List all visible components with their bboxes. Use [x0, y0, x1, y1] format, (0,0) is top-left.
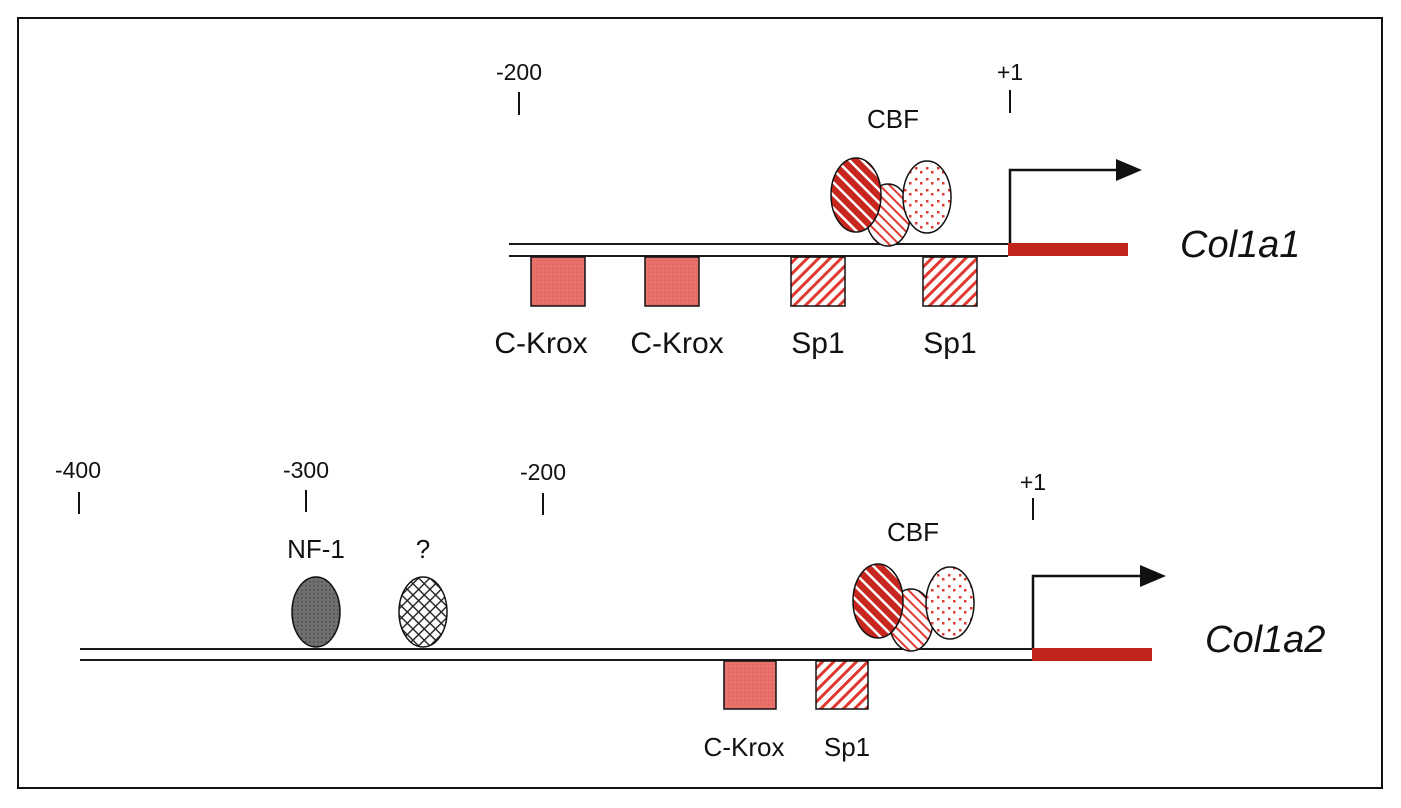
transcription-start-arrow-icon [1008, 168, 1120, 243]
cbf-subunit-b [852, 563, 904, 639]
ckrox-site [644, 256, 700, 307]
gene-name-col1a1: Col1a1 [1180, 224, 1300, 266]
transcription-start-arrow-icon [1031, 574, 1142, 648]
sp1-label: Sp1 [824, 732, 870, 762]
sp1-site [815, 660, 869, 710]
unknown-factor [398, 576, 448, 648]
col1a2-tick-minus200: -200 [520, 459, 566, 515]
figure-frame [17, 17, 1383, 789]
ckrox-site [530, 256, 586, 307]
tick-label: -200 [496, 59, 542, 85]
col1a1-tick-minus200: -200 [496, 59, 542, 115]
cbf-label: CBF [887, 517, 939, 547]
gene-name-col1a2: Col1a2 [1205, 619, 1325, 661]
sp1-label: Sp1 [791, 327, 844, 360]
nf1-label: NF-1 [287, 534, 345, 564]
col1a2-tick-plus1: +1 [1020, 469, 1046, 520]
ckrox-label: C-Krox [630, 327, 723, 360]
ckrox-label: C-Krox [704, 732, 785, 762]
nf1-factor [291, 576, 341, 648]
arrowhead-icon [1140, 565, 1166, 587]
transcript-bar [1008, 243, 1128, 256]
tick-label: +1 [997, 59, 1023, 85]
col1a2-panel: -400 -300 -200 +1 NF-1 ? CBF [55, 457, 1325, 762]
tick-label: -400 [55, 457, 101, 483]
col1a2-tick-minus400: -400 [55, 457, 101, 514]
cbf-label: CBF [867, 104, 919, 134]
col1a1-panel: -200 +1 CBF C-Krox C-Krox Sp1 Sp1 Col1a1 [494, 59, 1300, 360]
tick-label: +1 [1020, 469, 1046, 495]
sp1-site [790, 256, 846, 307]
cbf-subunit-c [925, 566, 975, 640]
col1a2-tick-minus300: -300 [283, 457, 329, 512]
ckrox-label: C-Krox [494, 327, 587, 360]
sp1-label: Sp1 [923, 327, 976, 360]
tick-label: -200 [520, 459, 566, 485]
col1a1-tick-plus1: +1 [997, 59, 1023, 113]
ckrox-site [723, 660, 777, 710]
transcript-bar [1032, 648, 1152, 661]
sp1-site [922, 256, 978, 307]
tick-label: -300 [283, 457, 329, 483]
arrowhead-icon [1116, 159, 1142, 181]
unknown-factor-label: ? [416, 534, 430, 564]
cbf-subunit-c [902, 160, 952, 234]
cbf-subunit-b [830, 157, 882, 233]
